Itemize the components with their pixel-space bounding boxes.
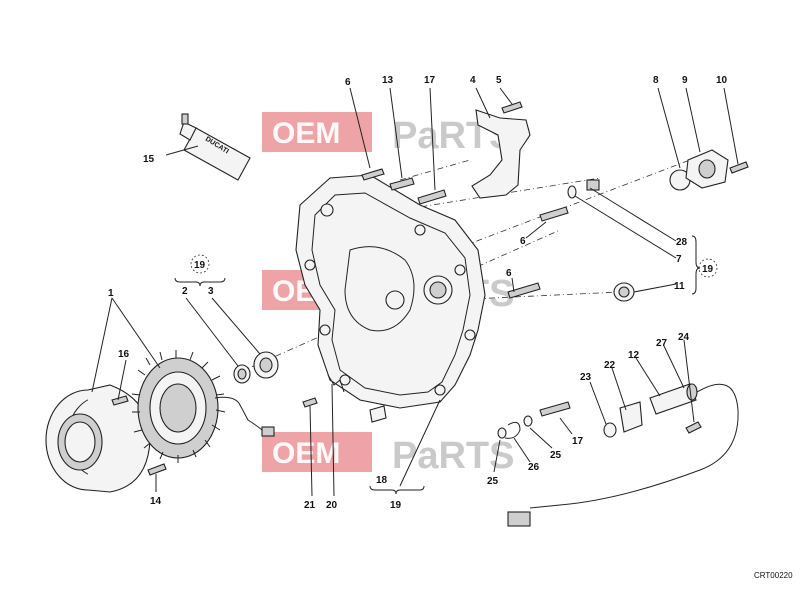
callout-26: 26 — [528, 462, 540, 473]
callout-6: 6 — [520, 236, 526, 247]
callout-19: 19 — [194, 260, 206, 271]
watermark-bike-text: BIKE — [375, 126, 386, 150]
callout-22: 22 — [604, 360, 616, 371]
callout-24: 24 — [678, 332, 690, 343]
watermark-parts-text: PaRTS — [392, 435, 514, 477]
callout-27: 27 — [656, 338, 668, 349]
callout-25: 25 — [550, 450, 562, 461]
callout-17: 17 — [424, 75, 436, 86]
callout-13: 13 — [382, 75, 394, 86]
callout-15: 15 — [143, 154, 155, 165]
cable-bracket — [471, 109, 531, 199]
pickup-sensor — [507, 383, 739, 527]
callout-18: 18 — [376, 475, 388, 486]
screws — [111, 101, 749, 476]
callout-8: 8 — [653, 75, 659, 86]
sealant-tube: DUCATI — [179, 113, 251, 181]
callout-9: 9 — [682, 75, 688, 86]
callout-28: 28 — [676, 237, 688, 248]
watermark-oem-text: OEM — [272, 117, 340, 150]
callout-2: 2 — [182, 286, 188, 297]
callout-25: 25 — [487, 476, 499, 487]
callout-20: 20 — [326, 500, 338, 511]
callout-6: 6 — [345, 77, 351, 88]
stator — [131, 350, 275, 463]
watermark-oem-text: OEM — [272, 437, 340, 470]
leader-lines — [91, 87, 739, 497]
callout-5: 5 — [496, 75, 502, 86]
group-19-markers — [190, 254, 718, 278]
callout-19: 19 — [702, 264, 714, 275]
callout-21: 21 — [304, 500, 316, 511]
callout-1: 1 — [108, 288, 114, 299]
oil-seal-and-bearing — [233, 351, 279, 384]
callout-labels: 1 2 3 4 5 6 6 6 7 8 9 10 11 12 13 14 15 … — [108, 75, 728, 511]
callout-16: 16 — [118, 349, 130, 360]
callout-19: 19 — [390, 500, 402, 511]
callout-7: 7 — [676, 254, 682, 265]
watermark-bottom: OEM BIKE PaRTS — [262, 432, 514, 477]
callout-6: 6 — [506, 268, 512, 279]
callout-12: 12 — [628, 350, 640, 361]
group-brackets — [174, 235, 701, 495]
watermark-top: OEM BIKE PaRTS — [262, 112, 514, 157]
inspection-cover — [669, 149, 729, 191]
plug-11 — [613, 282, 635, 302]
generator-cover — [295, 174, 486, 409]
callout-23: 23 — [580, 372, 592, 383]
callout-11: 11 — [674, 281, 685, 292]
callout-14: 14 — [150, 496, 162, 507]
watermark-bike-text: BIKE — [375, 446, 386, 470]
flywheel-rotor — [45, 384, 151, 493]
small-fittings — [327, 374, 533, 439]
reference-code: CRT00220 — [754, 571, 793, 580]
callout-4: 4 — [470, 75, 476, 86]
callout-3: 3 — [208, 286, 214, 297]
callout-17: 17 — [572, 436, 584, 447]
callout-10: 10 — [716, 75, 728, 86]
